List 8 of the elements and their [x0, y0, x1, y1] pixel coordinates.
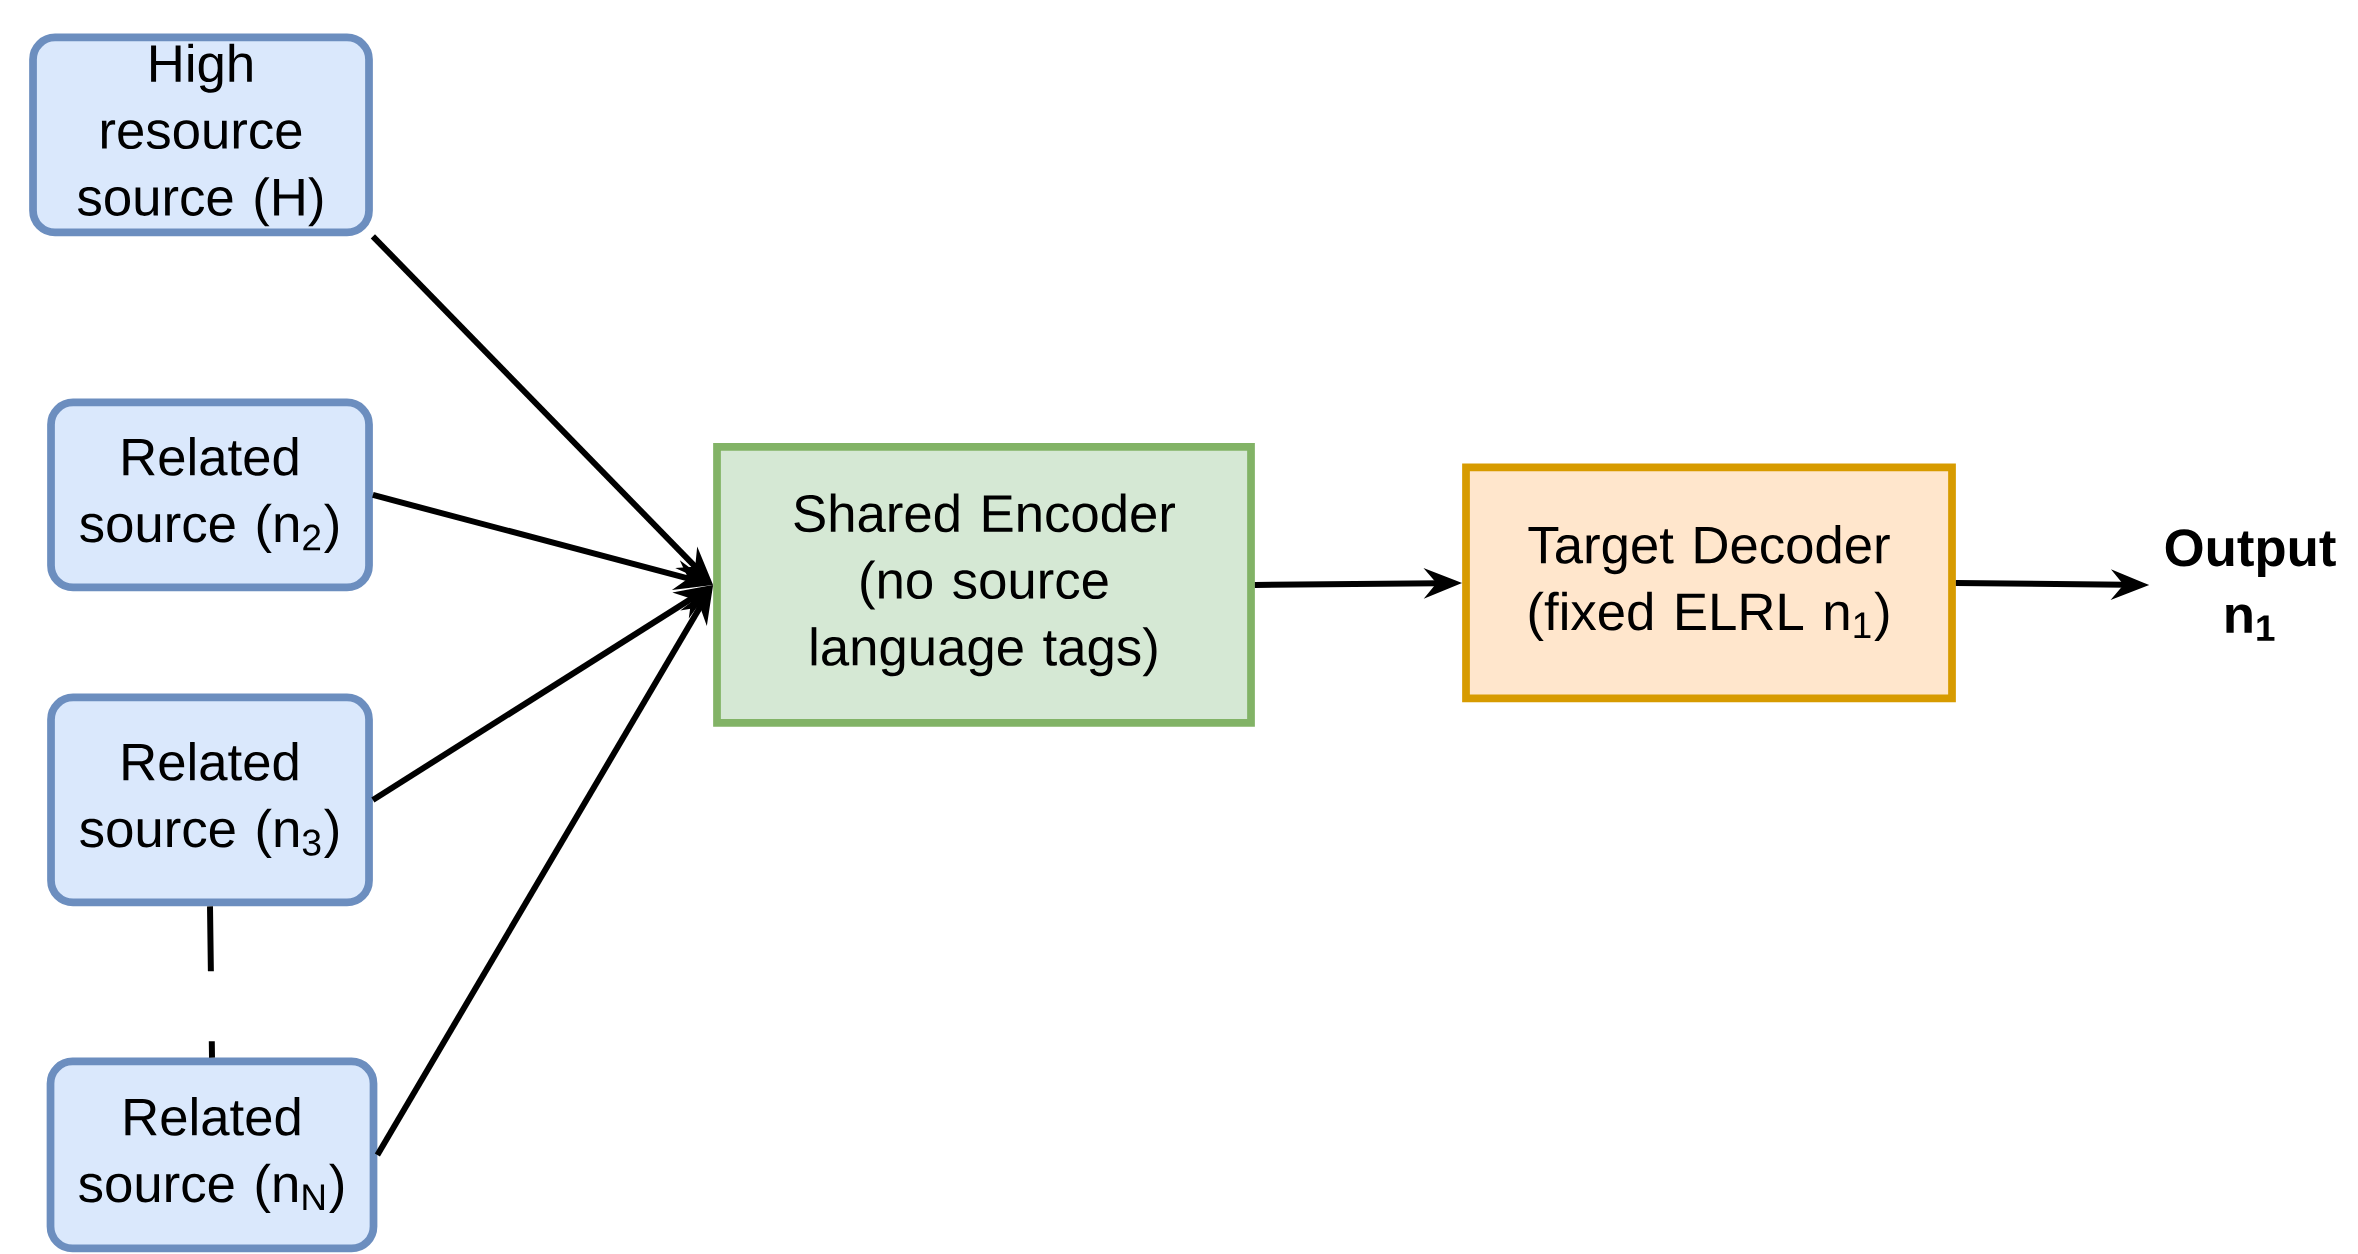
source-box: Related source (n$_{2}$) [47, 398, 373, 592]
source-box: Related source (n$_{3}$) [47, 693, 373, 907]
source-box: Related source (n$_{N}$) [46, 1057, 378, 1253]
encoder-box: Shared Encoder (no source language tags) [713, 443, 1255, 727]
decoder-box: Target Decoder (fixed ELRL n$_{1}$) [1462, 463, 1956, 703]
source-box: High resource source (H) [29, 33, 373, 237]
dashed-line [207, 906, 215, 1058]
output-label: Output n$_{1}$ [2165, 529, 2336, 641]
